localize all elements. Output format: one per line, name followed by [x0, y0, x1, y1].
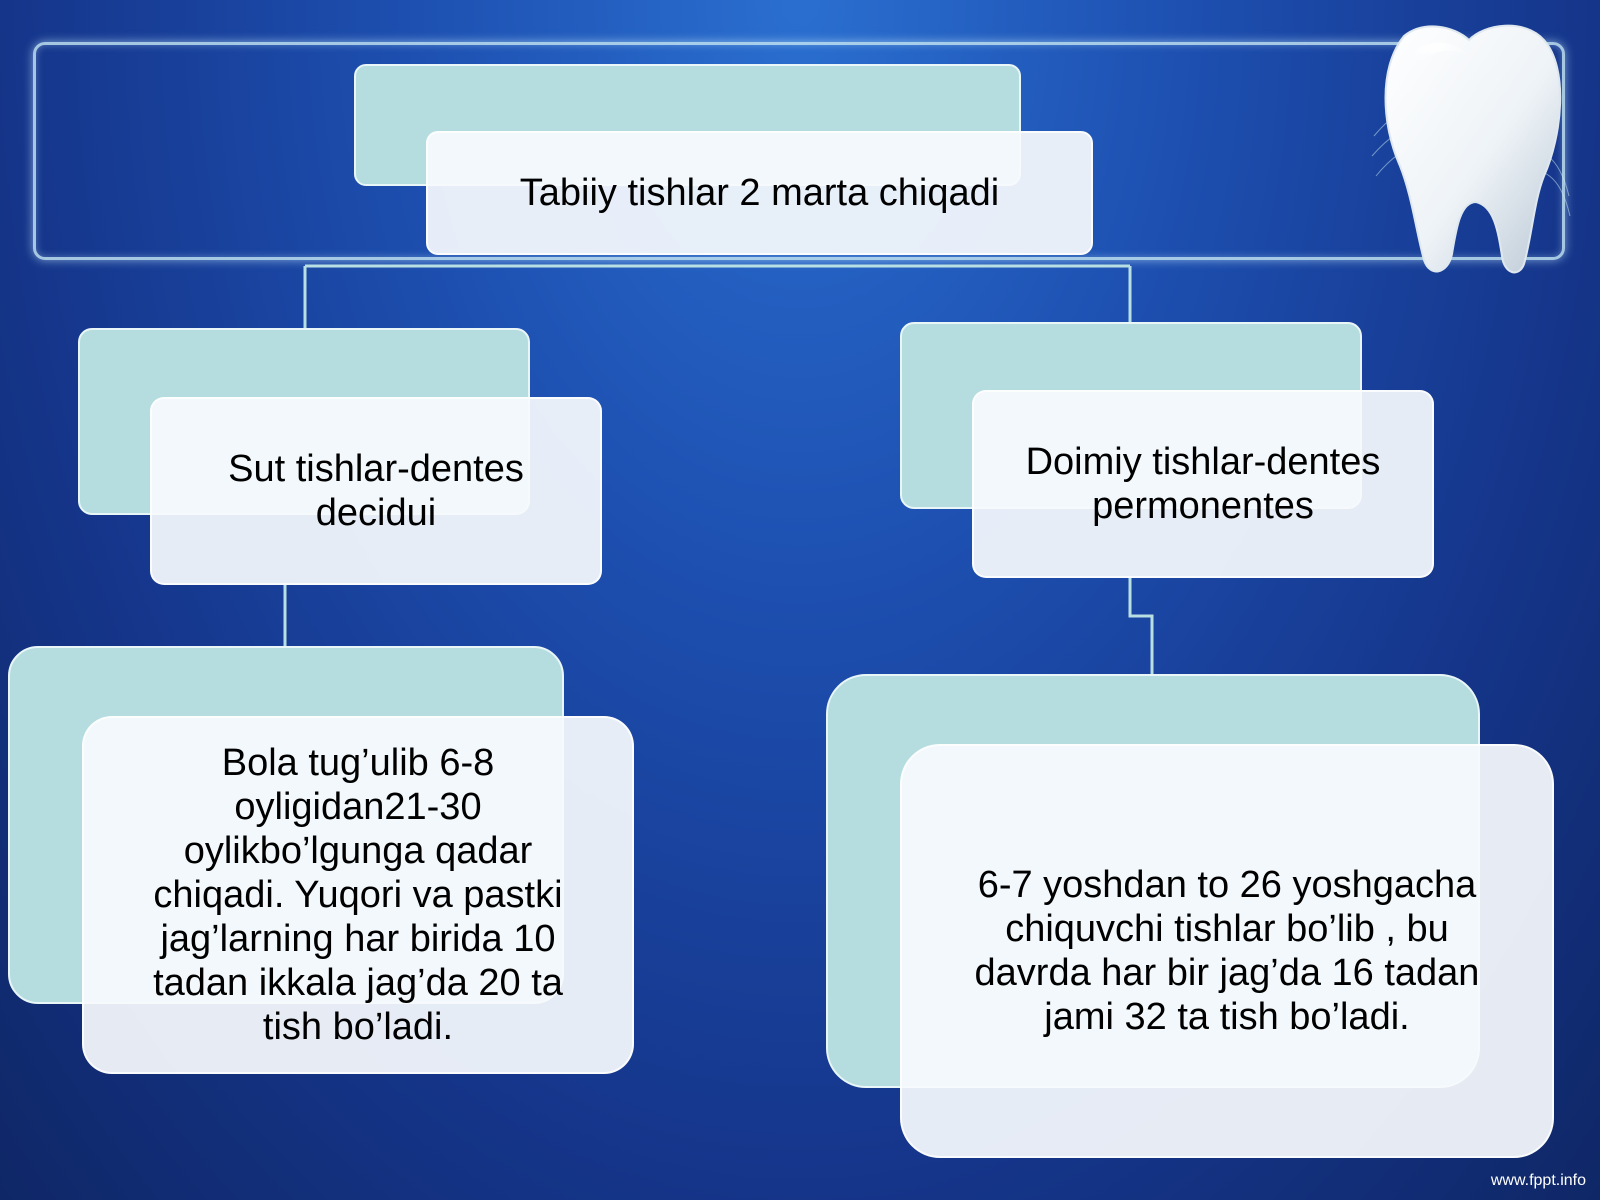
header-frame	[33, 42, 1565, 260]
detail-left-node: Bola tug’ulib 6-8 oyligidan21-30 oylikbo…	[82, 716, 634, 1074]
branch-left-node: Sut tishlar-dentes decidui	[150, 397, 602, 585]
tooth-icon	[1371, 24, 1571, 274]
branch-right-label: Doimiy tishlar-dentes permonentes	[1025, 441, 1381, 527]
footer-watermark: www.fppt.info	[1490, 1172, 1586, 1189]
root-node-label: Tabiiy tishlar 2 marta chiqadi	[519, 172, 1000, 214]
connector-right-detail	[1128, 578, 1154, 676]
detail-right-text: 6-7 yoshdan to 26 yoshgacha chiquvchi ti…	[974, 864, 1480, 1038]
branch-left-label: Sut tishlar-dentes decidui	[228, 448, 524, 534]
root-node: Tabiiy tishlar 2 marta chiqadi	[426, 131, 1093, 255]
detail-left-text: Bola tug’ulib 6-8 oyligidan21-30 oylikbo…	[153, 742, 563, 1048]
detail-right-node: 6-7 yoshdan to 26 yoshgacha chiquvchi ti…	[900, 744, 1554, 1158]
branch-right-node: Doimiy tishlar-dentes permonentes	[972, 390, 1434, 578]
